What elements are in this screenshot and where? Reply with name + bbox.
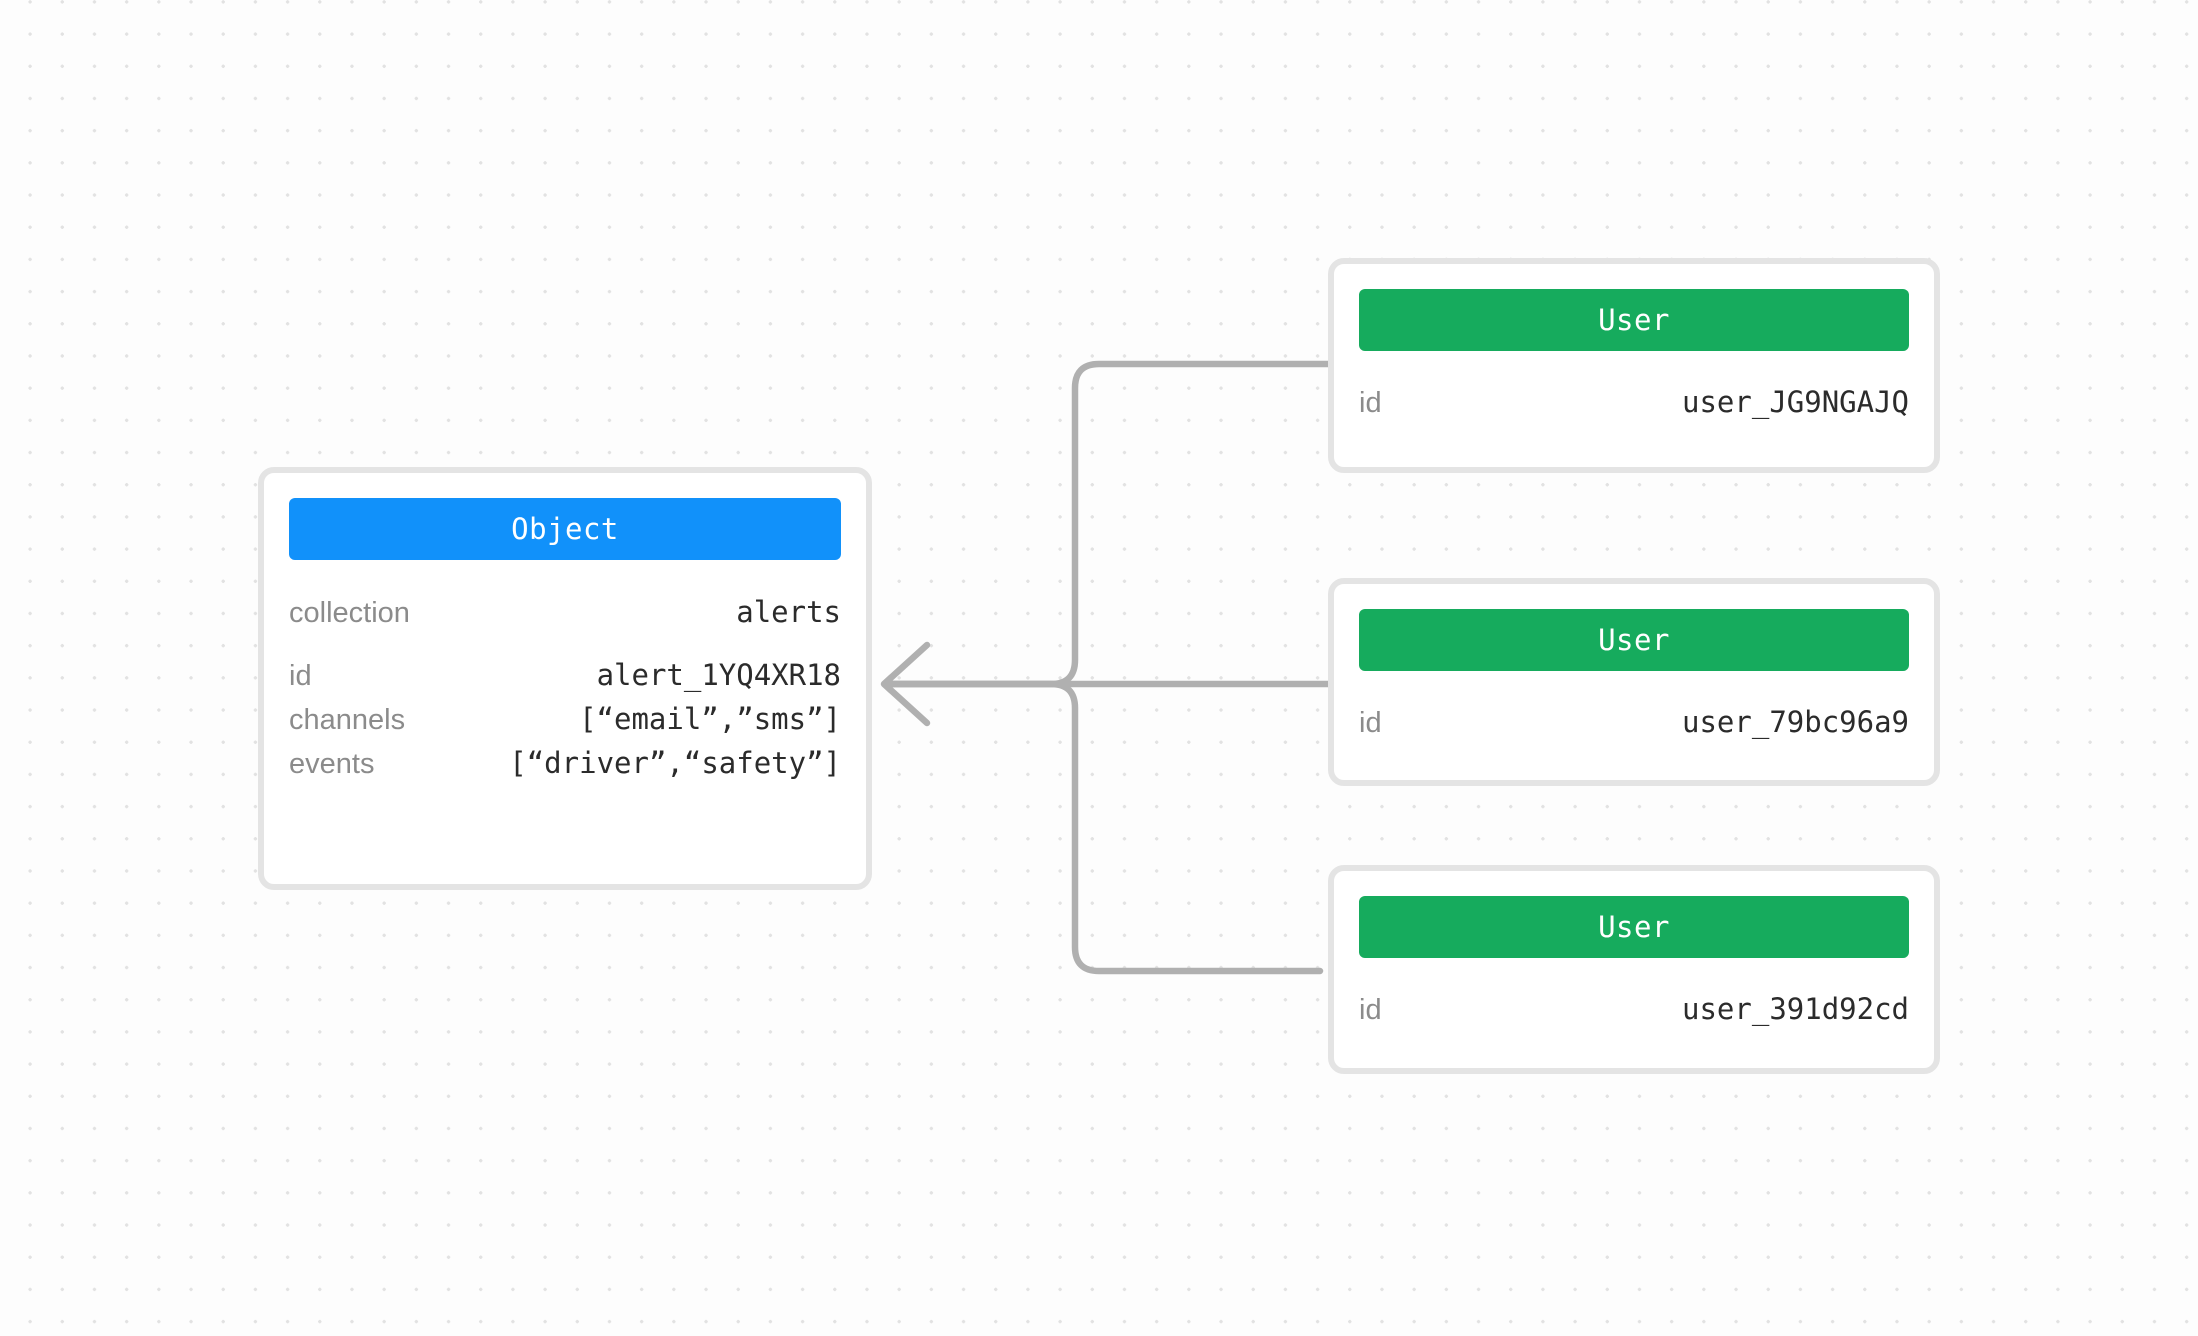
field-key: events <box>289 748 375 780</box>
node-user-0[interactable]: User id user_JG9NGAJQ <box>1328 258 1940 473</box>
field-value: alerts <box>736 595 841 629</box>
object-field-list: id alert_1YQ4XR18 channels [“email”,”sms… <box>289 628 841 779</box>
node-user-2[interactable]: User id user_391d92cd <box>1328 865 1940 1074</box>
field-value: [“email”,”sms”] <box>579 702 841 736</box>
user-field-list: id user_391d92cd <box>1359 958 1909 1025</box>
field-row: id user_391d92cd <box>1359 995 1909 1025</box>
field-value: [“driver”,“safety”] <box>509 746 841 780</box>
field-key: id <box>289 660 312 692</box>
field-row: id user_JG9NGAJQ <box>1359 388 1909 418</box>
field-row: id user_79bc96a9 <box>1359 708 1909 738</box>
field-row: collection alerts <box>289 598 841 628</box>
object-primary-field: collection alerts <box>289 560 841 628</box>
node-user-1[interactable]: User id user_79bc96a9 <box>1328 578 1940 786</box>
node-user-1-header: User <box>1359 609 1909 671</box>
user-field-list: id user_79bc96a9 <box>1359 671 1909 738</box>
field-row: id alert_1YQ4XR18 <box>289 661 841 691</box>
field-key: channels <box>289 704 406 736</box>
field-value: user_79bc96a9 <box>1682 705 1909 739</box>
node-object-header: Object <box>289 498 841 560</box>
user-field-list: id user_JG9NGAJQ <box>1359 351 1909 418</box>
field-value: user_JG9NGAJQ <box>1682 385 1909 419</box>
node-user-1-body: id user_79bc96a9 <box>1334 671 1934 738</box>
field-value: user_391d92cd <box>1682 992 1909 1026</box>
node-user-2-body: id user_391d92cd <box>1334 958 1934 1025</box>
field-row: events [“driver”,“safety”] <box>289 749 841 779</box>
node-object[interactable]: Object collection alerts id alert_1YQ4XR… <box>258 467 872 890</box>
node-object-body: collection alerts id alert_1YQ4XR18 chan… <box>264 560 866 779</box>
field-key: id <box>1359 707 1382 739</box>
edge-arrowhead <box>880 641 931 727</box>
node-user-2-header: User <box>1359 896 1909 958</box>
edge-user-0 <box>886 360 1336 688</box>
field-row: channels [“email”,”sms”] <box>289 705 841 735</box>
node-user-0-header: User <box>1359 289 1909 351</box>
field-value: alert_1YQ4XR18 <box>596 658 841 692</box>
field-key: collection <box>289 597 410 629</box>
field-key: id <box>1359 994 1382 1026</box>
field-key: id <box>1359 387 1382 419</box>
node-user-0-body: id user_JG9NGAJQ <box>1334 351 1934 418</box>
edge-user-2 <box>886 680 1324 975</box>
